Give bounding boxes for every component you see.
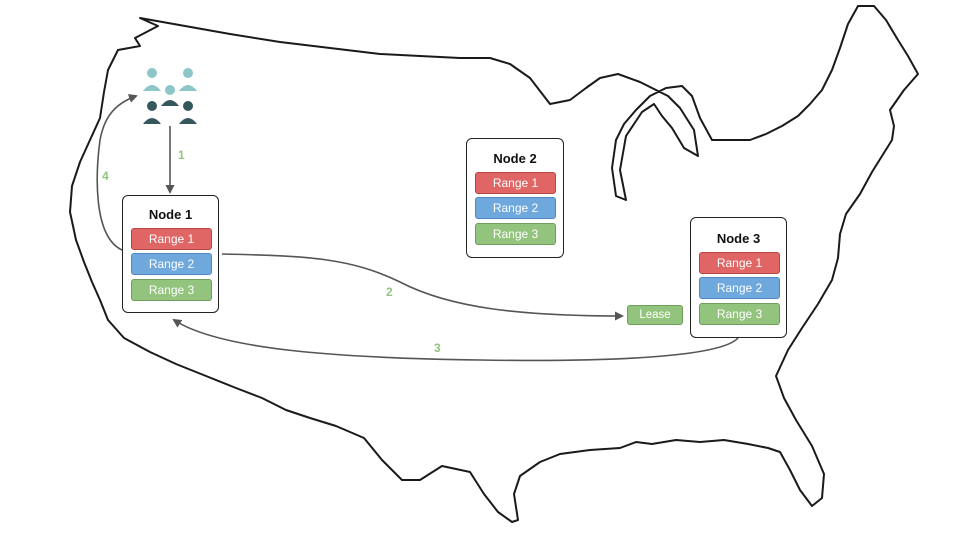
- node-3-range-2: Range 2: [699, 277, 780, 299]
- node-1-title: Node 1: [148, 207, 193, 222]
- node-1-range-3: Range 3: [131, 279, 212, 301]
- usa-outline: [69, 5, 919, 523]
- node-3-range-1: Range 1: [699, 252, 780, 274]
- node-3-range-3: Range 3: [699, 303, 780, 325]
- lease-badge: Lease: [627, 305, 683, 325]
- step-label-4: 4: [102, 169, 109, 183]
- node-2-range-2: Range 2: [475, 197, 556, 219]
- step-label-2: 2: [386, 285, 393, 299]
- node-3-title: Node 3: [716, 231, 761, 246]
- node-3-box: Node 3 Range 1 Range 2 Range 3: [690, 217, 787, 338]
- node-1-box: Node 1 Range 1 Range 2 Range 3: [122, 195, 219, 313]
- node-2-title: Node 2: [493, 151, 537, 166]
- node-1-range-1: Range 1: [131, 228, 212, 250]
- node-2-range-3: Range 3: [475, 223, 556, 245]
- node-2-range-1: Range 1: [475, 172, 556, 194]
- arrow-step-2: [221, 253, 624, 321]
- arrow-step-4: [96, 94, 138, 251]
- users-group-icon: [143, 68, 197, 124]
- step-label-3: 3: [434, 341, 441, 355]
- arrow-step-3: [172, 318, 739, 362]
- step-label-1: 1: [178, 148, 185, 162]
- node-1-range-2: Range 2: [131, 253, 212, 275]
- node-2-box: Node 2 Range 1 Range 2 Range 3: [466, 138, 564, 258]
